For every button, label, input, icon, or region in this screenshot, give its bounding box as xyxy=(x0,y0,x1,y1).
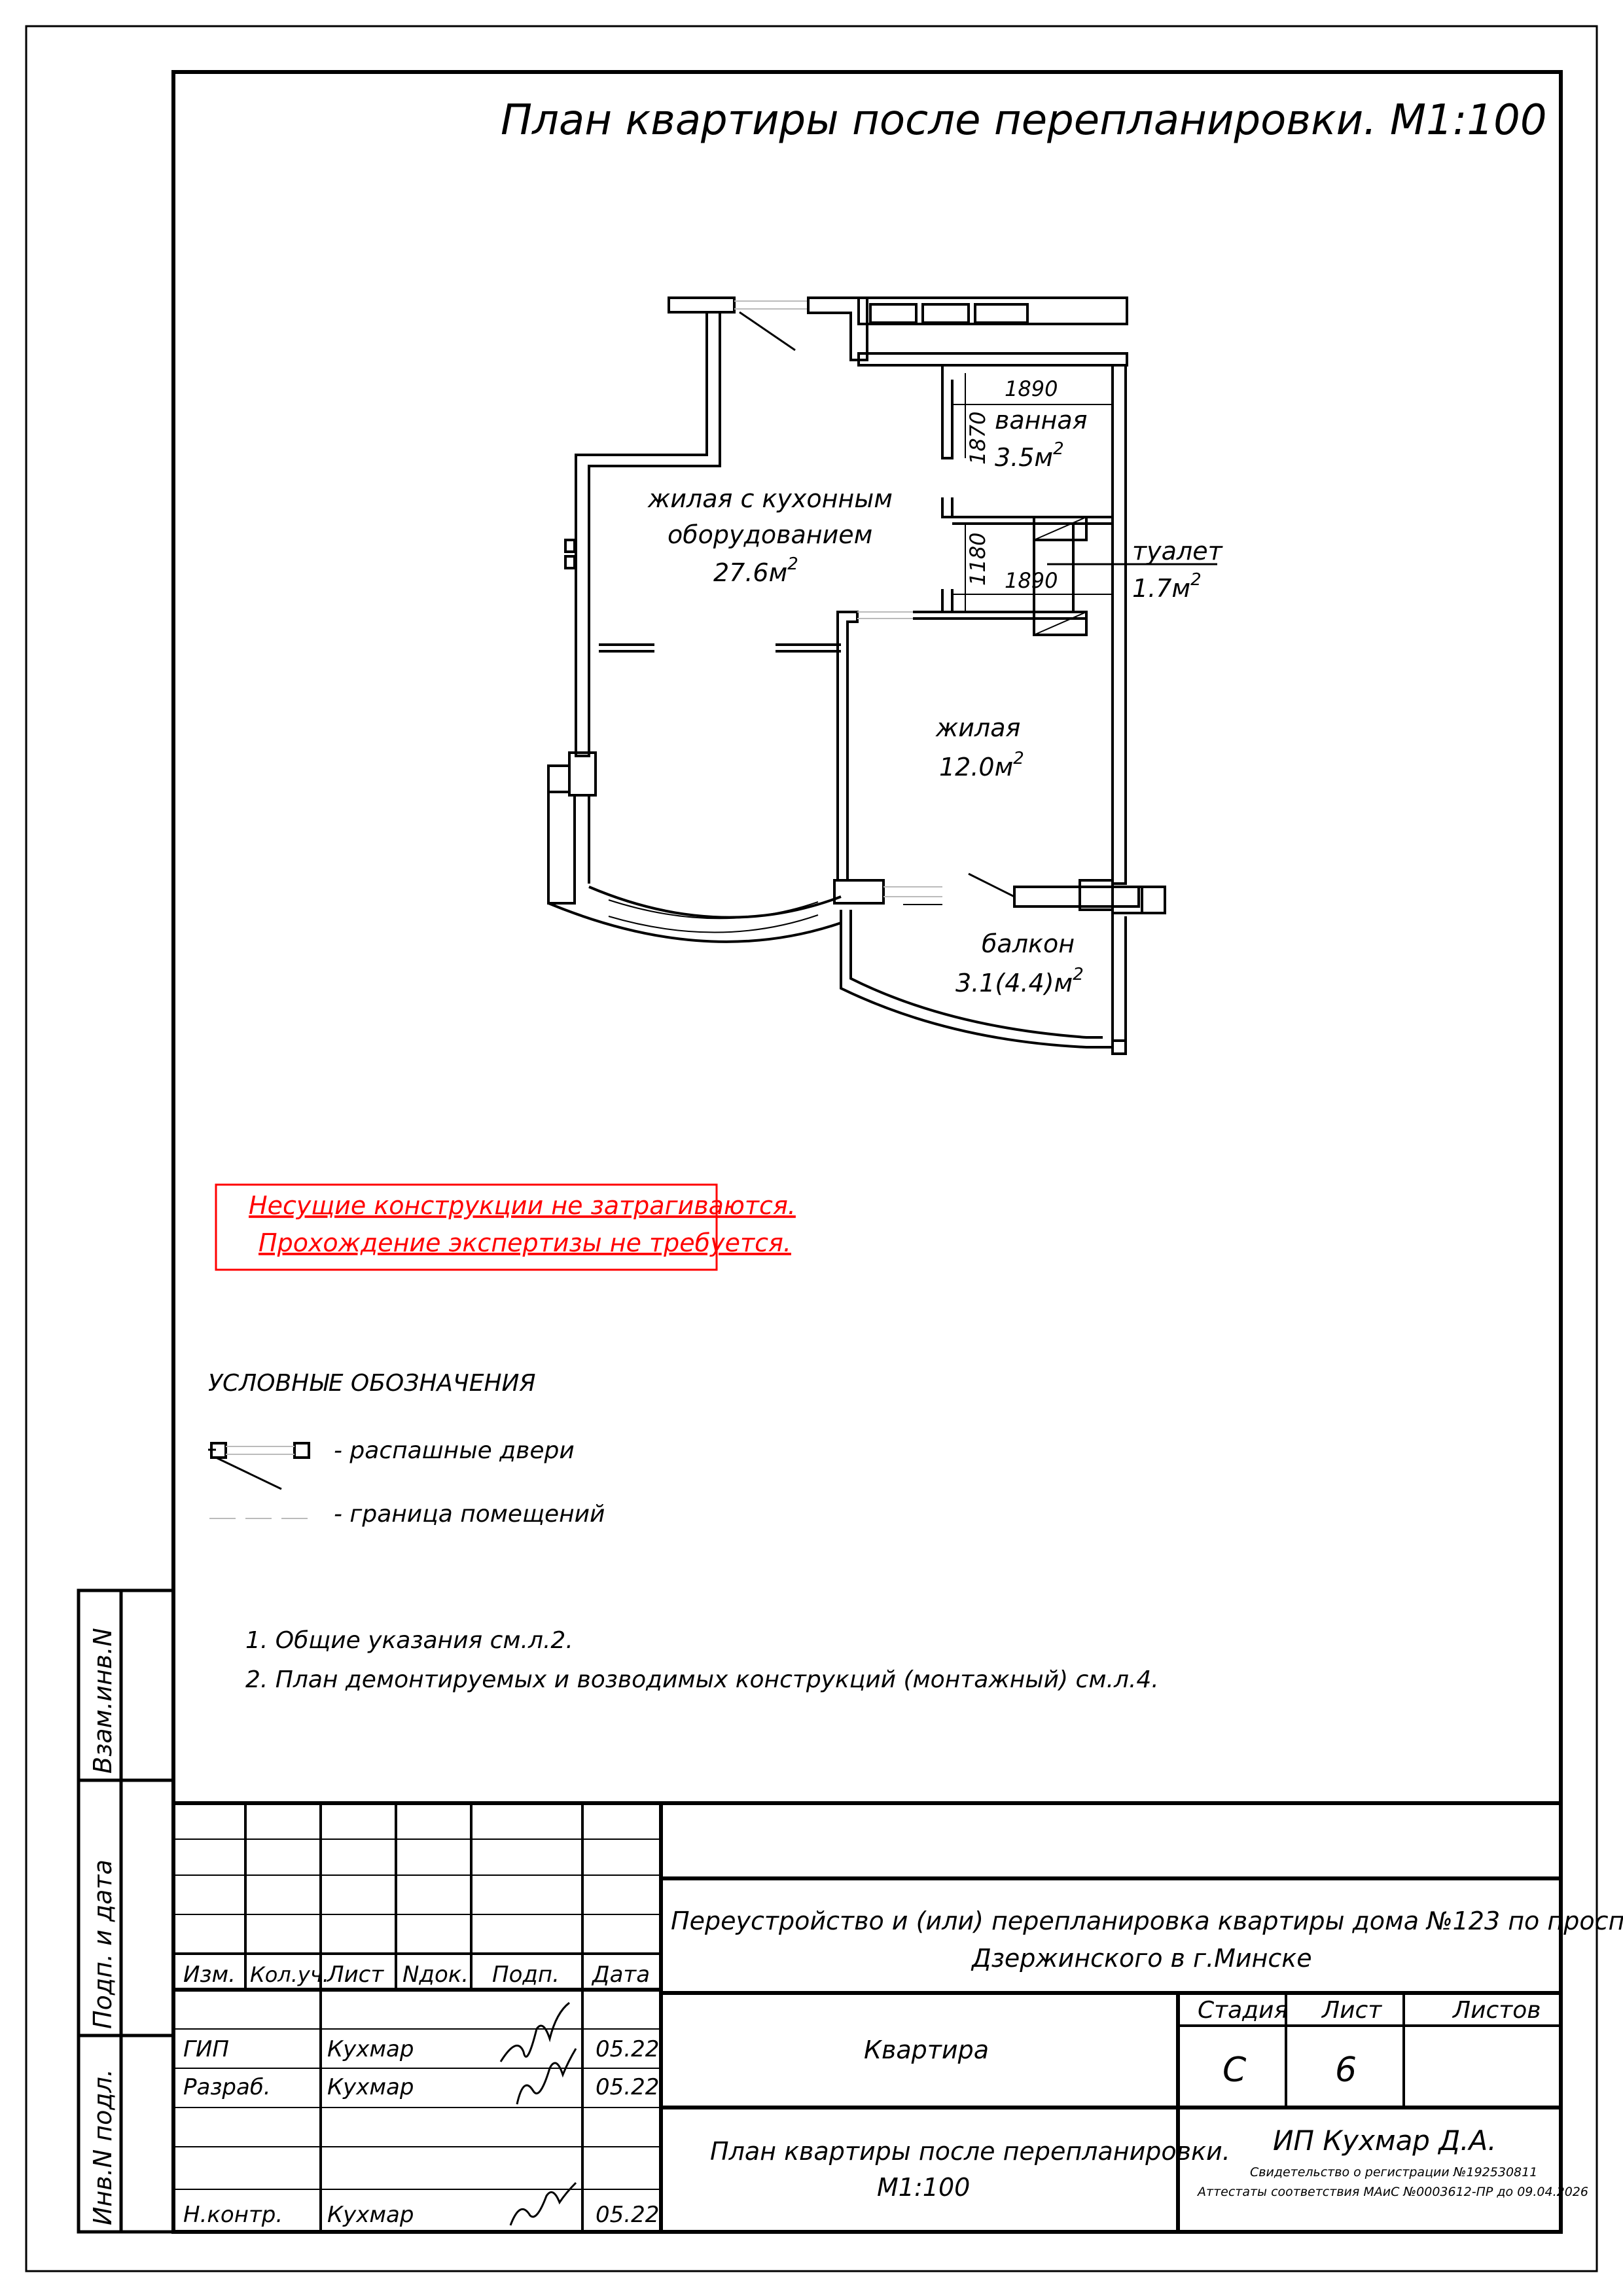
legend-boundary: - граница помещений xyxy=(334,1501,605,1528)
outer-frame xyxy=(25,25,1598,2272)
dim-toilet-width: 1890 xyxy=(1005,568,1058,593)
room-living-kitchen-line2: оборудованием xyxy=(668,520,872,549)
room-living-kitchen-line1: жилая с кухонным xyxy=(647,484,893,513)
room-balcony-area: 3.1(4.4)м2 xyxy=(955,965,1084,997)
notice-box xyxy=(215,1183,718,1271)
room-bathroom-label: ванная xyxy=(995,406,1088,435)
dimension-lines xyxy=(952,373,1113,612)
room-living-kitchen-area: 27.6м2 xyxy=(713,554,798,587)
tb-header-koluch: Кол.уч. xyxy=(250,1962,329,1987)
legend-doors: - распашные двери xyxy=(334,1437,575,1464)
tb-header-izm: Изм. xyxy=(183,1962,236,1988)
tb-drawing-line1: План квартиры после перепланировки. xyxy=(710,2137,1230,2166)
tb-cert2: Аттестаты соответствия МАиС №0003612-ПР … xyxy=(1196,2185,1588,2199)
tb-header-ndok: Nдок. xyxy=(402,1962,469,1988)
stamp-inv-orig: Инв.N подл. xyxy=(88,2069,117,2225)
tb-row1-date: 05.22 xyxy=(596,2036,659,2062)
door-leaf xyxy=(739,311,796,351)
room-living-label: жилая xyxy=(935,713,1020,742)
notice-line2: Прохождение экспертизы не требуется. xyxy=(259,1229,791,1257)
tb-row3-name: Кухмар xyxy=(327,2202,414,2228)
tb-object: Квартира xyxy=(864,2036,989,2064)
tb-header-data: Дата xyxy=(591,1962,650,1988)
dim-bath-width: 1890 xyxy=(1005,376,1058,401)
tb-stage: С xyxy=(1222,2051,1247,2090)
dim-toilet-height: 1180 xyxy=(965,533,990,586)
tb-row2-role: Разраб. xyxy=(183,2074,271,2100)
room-toilet-label: туалет xyxy=(1132,537,1224,565)
tb-company: ИП Кухмар Д.А. xyxy=(1273,2125,1497,2157)
tb-row3-date: 05.22 xyxy=(596,2202,659,2228)
room-toilet-area: 1.7м2 xyxy=(1132,570,1202,603)
room-living-area: 12.0м2 xyxy=(939,749,1024,781)
note-1: 1. Общие указания см.л.2. xyxy=(245,1627,573,1654)
window-top-left xyxy=(668,296,736,314)
legend-door-symbol xyxy=(208,1442,310,1490)
stamp-inv-replace: Взам.инв.N xyxy=(88,1628,117,1774)
room-bathroom-area: 3.5м2 xyxy=(995,439,1064,472)
tb-header-list: Лист xyxy=(326,1962,384,1988)
tb-project-line1: Переустройство и (или) перепланировка кв… xyxy=(671,1907,1623,1935)
tb-project-line2: Дзержинского в г.Минске xyxy=(971,1944,1312,1973)
tb-stage-label: Стадия xyxy=(1198,1997,1288,2024)
room-balcony-label: балкон xyxy=(982,929,1075,958)
note-2: 2. План демонтируемых и возводимых конст… xyxy=(245,1666,1159,1693)
legend-title: УСЛОВНЫЕ ОБОЗНАЧЕНИЯ xyxy=(208,1370,535,1397)
tb-row1-role: ГИП xyxy=(183,2036,229,2062)
title-block-grid xyxy=(171,1801,1563,2234)
page-title: План квартиры после перепланировки. М1:1… xyxy=(501,96,1547,145)
tb-row1-name: Кухмар xyxy=(327,2036,414,2062)
tb-cert1: Свидетельство о регистрации №192530811 xyxy=(1250,2165,1537,2179)
notice-line1: Несущие конструкции не затрагиваются. xyxy=(249,1191,796,1220)
floor-plan xyxy=(547,296,1217,1055)
tb-sheet-label: Лист xyxy=(1321,1997,1382,2024)
signature-marks xyxy=(499,2001,577,2226)
tb-row3-role: Н.контр. xyxy=(183,2202,283,2228)
tb-drawing-line2: М1:100 xyxy=(877,2173,970,2202)
dim-bath-height: 1870 xyxy=(965,412,990,465)
tb-sheets-label: Листов xyxy=(1452,1997,1541,2024)
tb-header-podp: Подп. xyxy=(492,1962,560,1988)
tb-row2-date: 05.22 xyxy=(596,2074,659,2100)
stamp-sign-date: Подп. и дата xyxy=(88,1859,117,2029)
tb-sheet: 6 xyxy=(1335,2051,1357,2090)
tb-row2-name: Кухмар xyxy=(327,2074,414,2100)
